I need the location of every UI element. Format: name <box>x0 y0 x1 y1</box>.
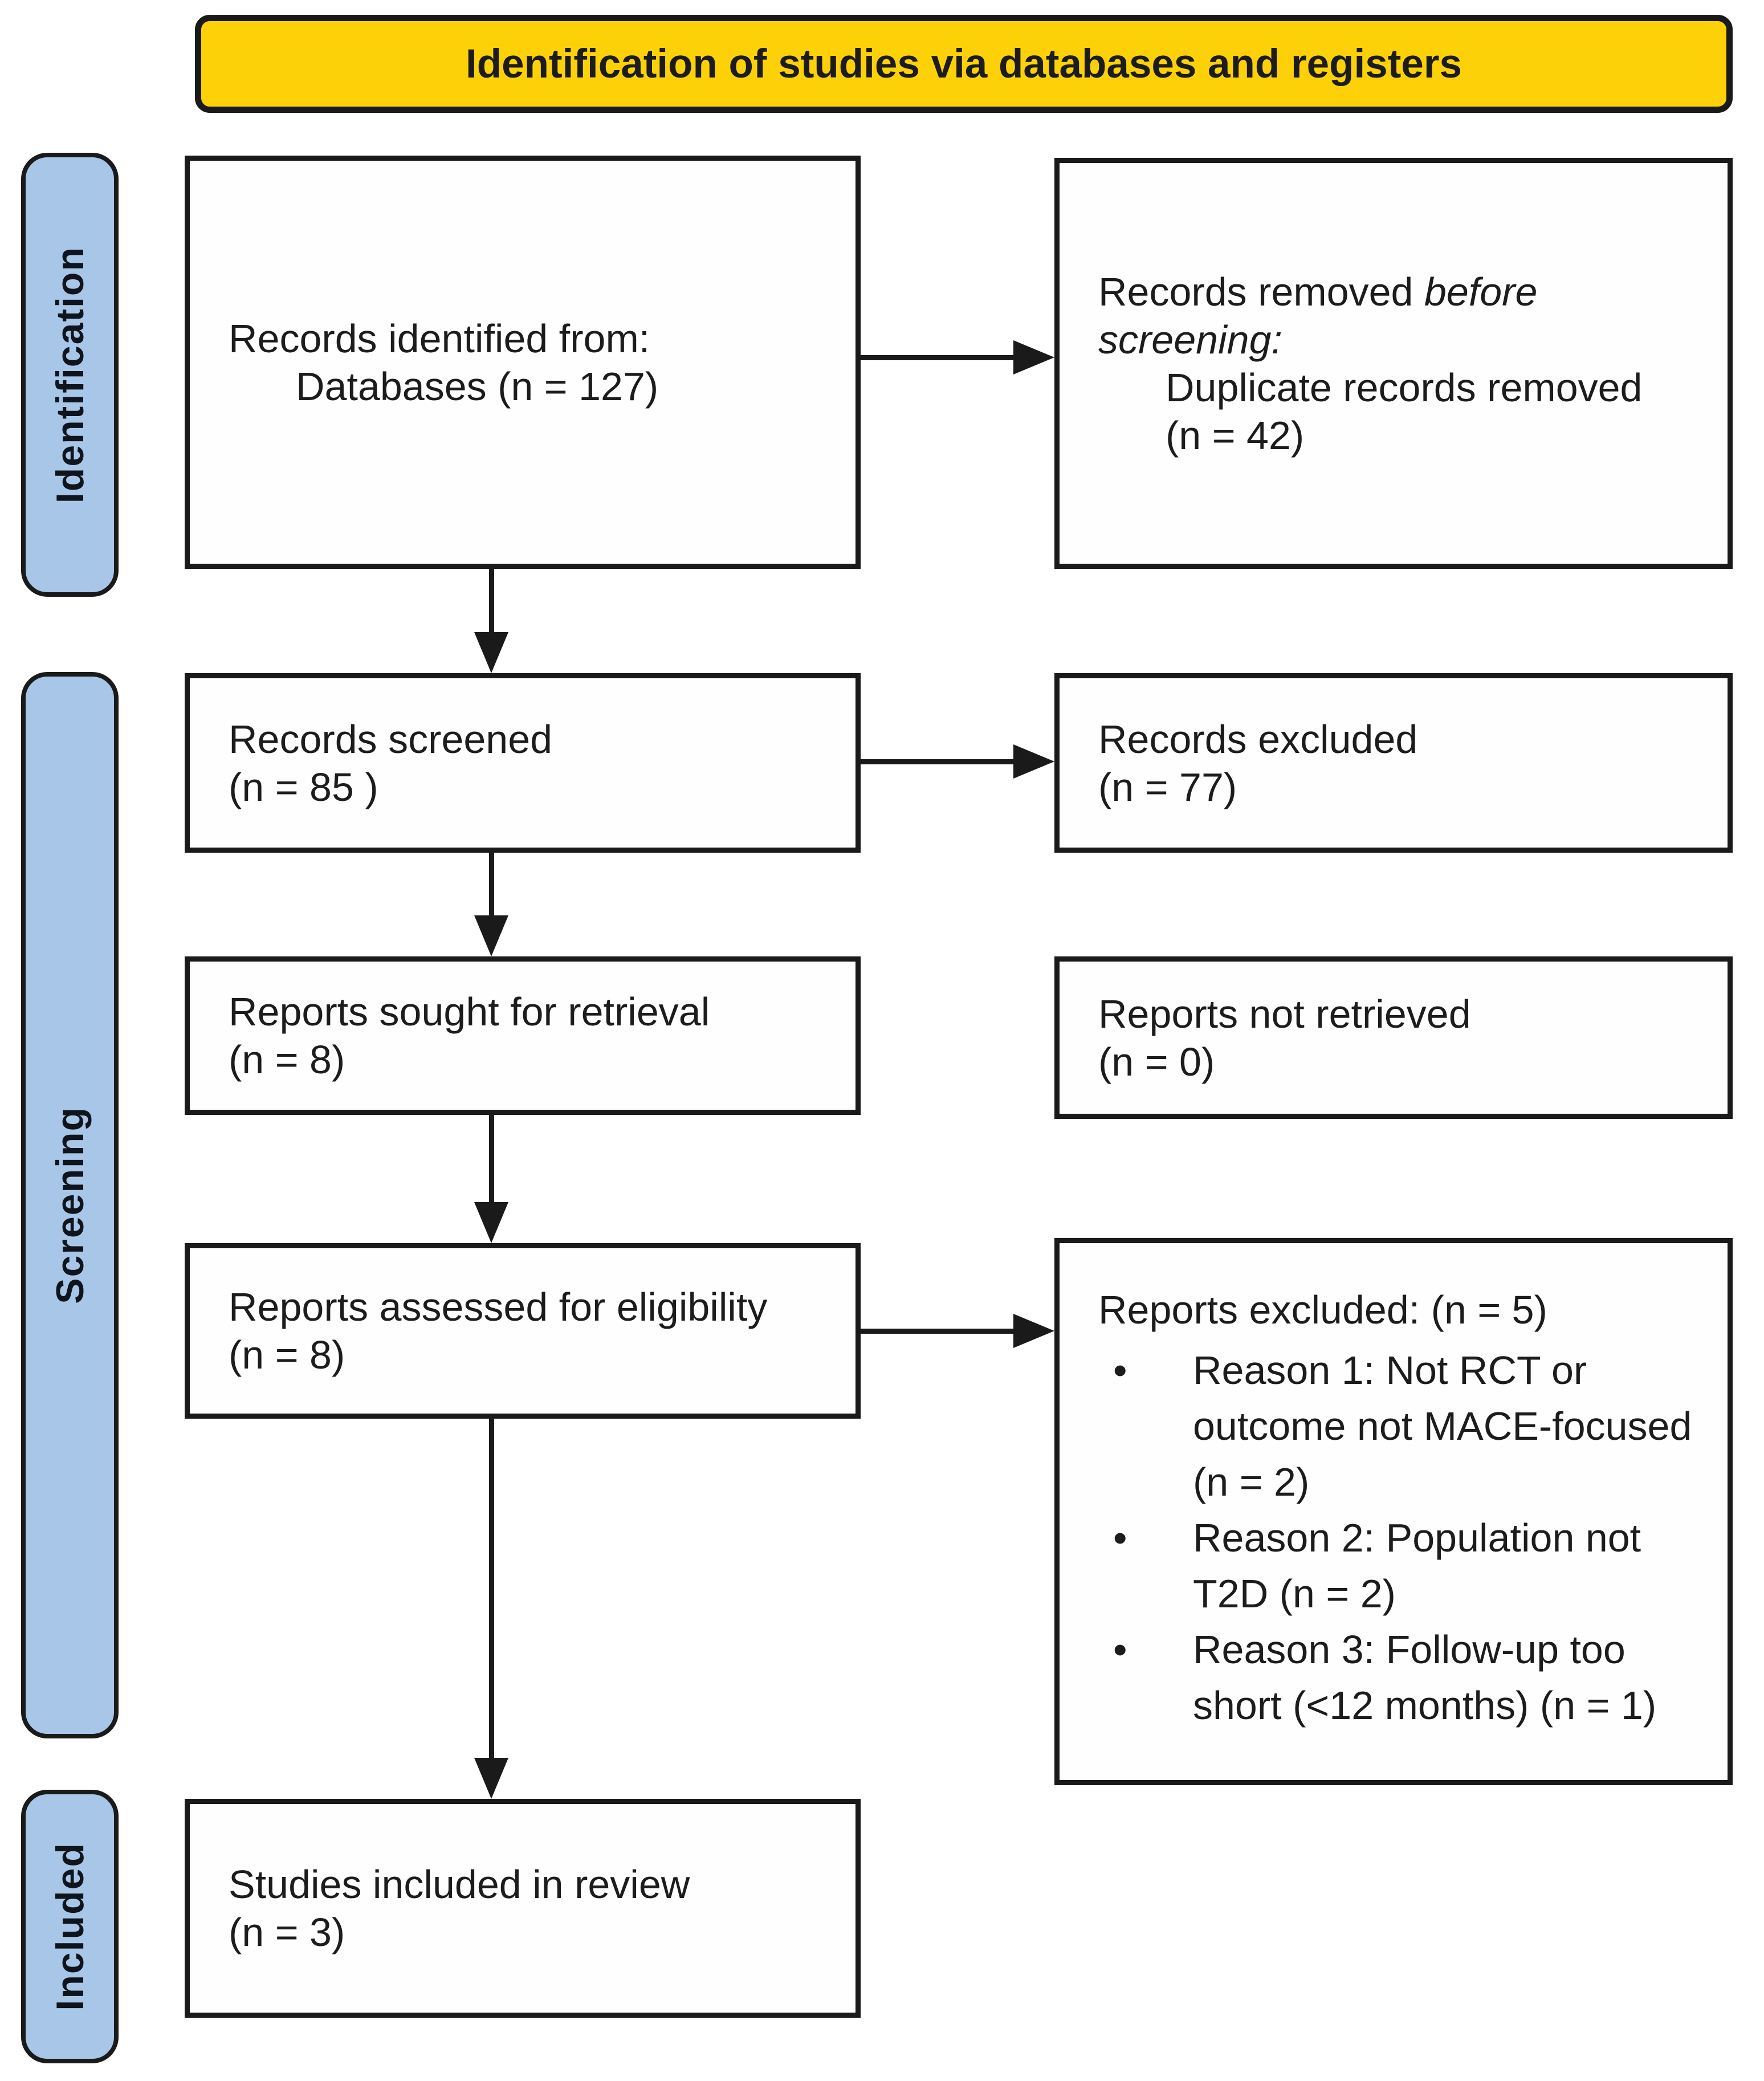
exclusion-reason-1: Reason 1: Not RCT or outcome not MACE-fo… <box>1098 1342 1700 1510</box>
studies-included-line1: Studies included in review <box>229 1862 690 1907</box>
exclusion-reason-3: Reason 3: Follow-up too short (<12 month… <box>1098 1622 1700 1733</box>
arrow-down-icon <box>474 915 508 956</box>
arrow-screened-to-sought <box>473 853 510 956</box>
arrow-shaft <box>488 1115 494 1202</box>
arrow-assessed-to-included <box>473 1419 510 1799</box>
records-screened-line1: Records screened <box>229 716 553 761</box>
arrow-right-icon <box>1013 1314 1054 1348</box>
arrow-sought-to-assessed <box>473 1115 510 1243</box>
arrow-shaft <box>488 1419 494 1758</box>
box-records-identified: Records identified from: Databases (n = … <box>185 156 861 569</box>
diagram-title: Identification of studies via databases … <box>466 41 1462 87</box>
arrow-right-icon <box>1013 744 1054 779</box>
arrow-shaft <box>858 759 1013 764</box>
arrow-shaft <box>488 853 494 915</box>
phase-band-screening: Screening <box>21 672 119 1738</box>
reports-not-retrieved-line1: Reports not retrieved <box>1098 991 1471 1036</box>
records-removed-italic: before screening: <box>1098 269 1538 362</box>
arrow-shaft <box>488 569 494 632</box>
arrow-identified-to-removed <box>858 339 1054 376</box>
reports-not-retrieved-line2: (n = 0) <box>1098 1039 1215 1084</box>
arrow-assessed-to-reports-excluded <box>858 1313 1054 1349</box>
box-records-screened: Records screened (n = 85 ) <box>185 673 861 853</box>
arrow-right-icon <box>1013 340 1054 374</box>
arrow-down-icon <box>474 632 508 673</box>
phase-band-included: Included <box>21 1790 119 2063</box>
records-removed-line2: Duplicate records removed <box>1166 365 1643 410</box>
records-removed-line3: (n = 42) <box>1166 413 1305 458</box>
phase-band-identification: Identification <box>21 153 119 597</box>
box-records-removed: Records removed before screening: Duplic… <box>1054 158 1733 569</box>
arrow-shaft <box>858 1328 1013 1334</box>
reports-assessed-line1: Reports assessed for eligibility <box>229 1285 768 1329</box>
box-reports-not-retrieved: Reports not retrieved (n = 0) <box>1054 956 1733 1119</box>
records-identified-line2: Databases (n = 127) <box>296 364 659 409</box>
phase-label-included: Included <box>48 1842 92 2011</box>
exclusion-reason-2: Reason 2: Population not T2D (n = 2) <box>1098 1510 1700 1622</box>
box-reports-excluded-reasons: Reports excluded: (n = 5) Reason 1: Not … <box>1054 1238 1733 1785</box>
records-identified-line1: Records identified from: <box>229 316 650 361</box>
reports-assessed-line2: (n = 8) <box>229 1333 345 1377</box>
arrow-down-icon <box>474 1202 508 1243</box>
records-removed-line1: Records removed before screening: <box>1098 269 1538 362</box>
studies-included-line2: (n = 3) <box>229 1910 345 1954</box>
arrow-down-icon <box>474 1758 508 1799</box>
phase-label-identification: Identification <box>48 246 92 504</box>
box-studies-included: Studies included in review (n = 3) <box>185 1799 861 2018</box>
reports-excluded-title: Reports excluded: (n = 5) <box>1098 1288 1547 1332</box>
records-excluded-line2: (n = 77) <box>1098 764 1237 809</box>
reports-sought-line2: (n = 8) <box>229 1037 345 1082</box>
exclusion-reason-list: Reason 1: Not RCT or outcome not MACE-fo… <box>1098 1342 1706 1733</box>
records-screened-line2: (n = 85 ) <box>229 764 378 809</box>
records-excluded-line1: Records excluded <box>1098 716 1418 761</box>
reports-sought-line1: Reports sought for retrieval <box>229 989 710 1034</box>
box-records-excluded: Records excluded (n = 77) <box>1054 673 1733 853</box>
box-reports-assessed: Reports assessed for eligibility (n = 8) <box>185 1243 861 1419</box>
arrow-screened-to-excluded <box>858 743 1054 780</box>
box-reports-sought: Reports sought for retrieval (n = 8) <box>185 956 861 1115</box>
arrow-identified-to-screened <box>473 569 510 673</box>
phase-label-screening: Screening <box>48 1106 92 1304</box>
arrow-shaft <box>858 355 1013 360</box>
header-banner: Identification of studies via databases … <box>195 15 1733 113</box>
